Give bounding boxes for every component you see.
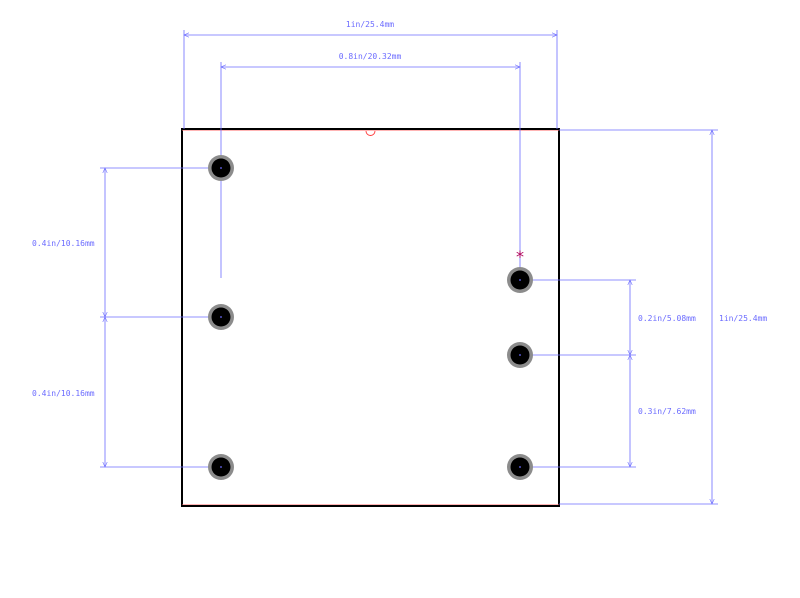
- pad-left-top: [208, 155, 234, 181]
- pad-right-middle: [507, 342, 533, 368]
- dimension-pin-span-x: 0.8in/20.32mm: [221, 52, 520, 278]
- dimension-label-pin-span-x: 0.8in/20.32mm: [339, 52, 402, 61]
- pad-right-top-pin1: [507, 267, 533, 293]
- pad-right-bottom: [507, 454, 533, 480]
- dimension-label-overall-width: 1in/25.4mm: [346, 20, 394, 29]
- pad-left-middle: [208, 304, 234, 330]
- dimension-label-overall-height: 1in/25.4mm: [719, 314, 767, 323]
- component-outline: [181, 128, 560, 507]
- dimension-right-pitch: 0.2in/5.08mm 0.3in/7.62mm: [522, 280, 696, 467]
- dimension-label-right-pitch-bottom: 0.3in/7.62mm: [638, 407, 696, 416]
- dimension-overall-height: 1in/25.4mm: [559, 130, 767, 504]
- pad-left-bottom: [208, 454, 234, 480]
- asterisk-icon: *: [516, 247, 524, 266]
- circle-origin-icon: [365, 130, 376, 136]
- dimension-overall-width: 1in/25.4mm: [184, 20, 557, 129]
- dimension-left-pitch: 0.4in/10.16mm 0.4in/10.16mm: [32, 168, 220, 467]
- dimension-label-left-pitch-top: 0.4in/10.16mm: [32, 239, 95, 248]
- dimension-label-right-pitch-top: 0.2in/5.08mm: [638, 314, 696, 323]
- dimension-label-left-pitch-bottom: 0.4in/10.16mm: [32, 389, 95, 398]
